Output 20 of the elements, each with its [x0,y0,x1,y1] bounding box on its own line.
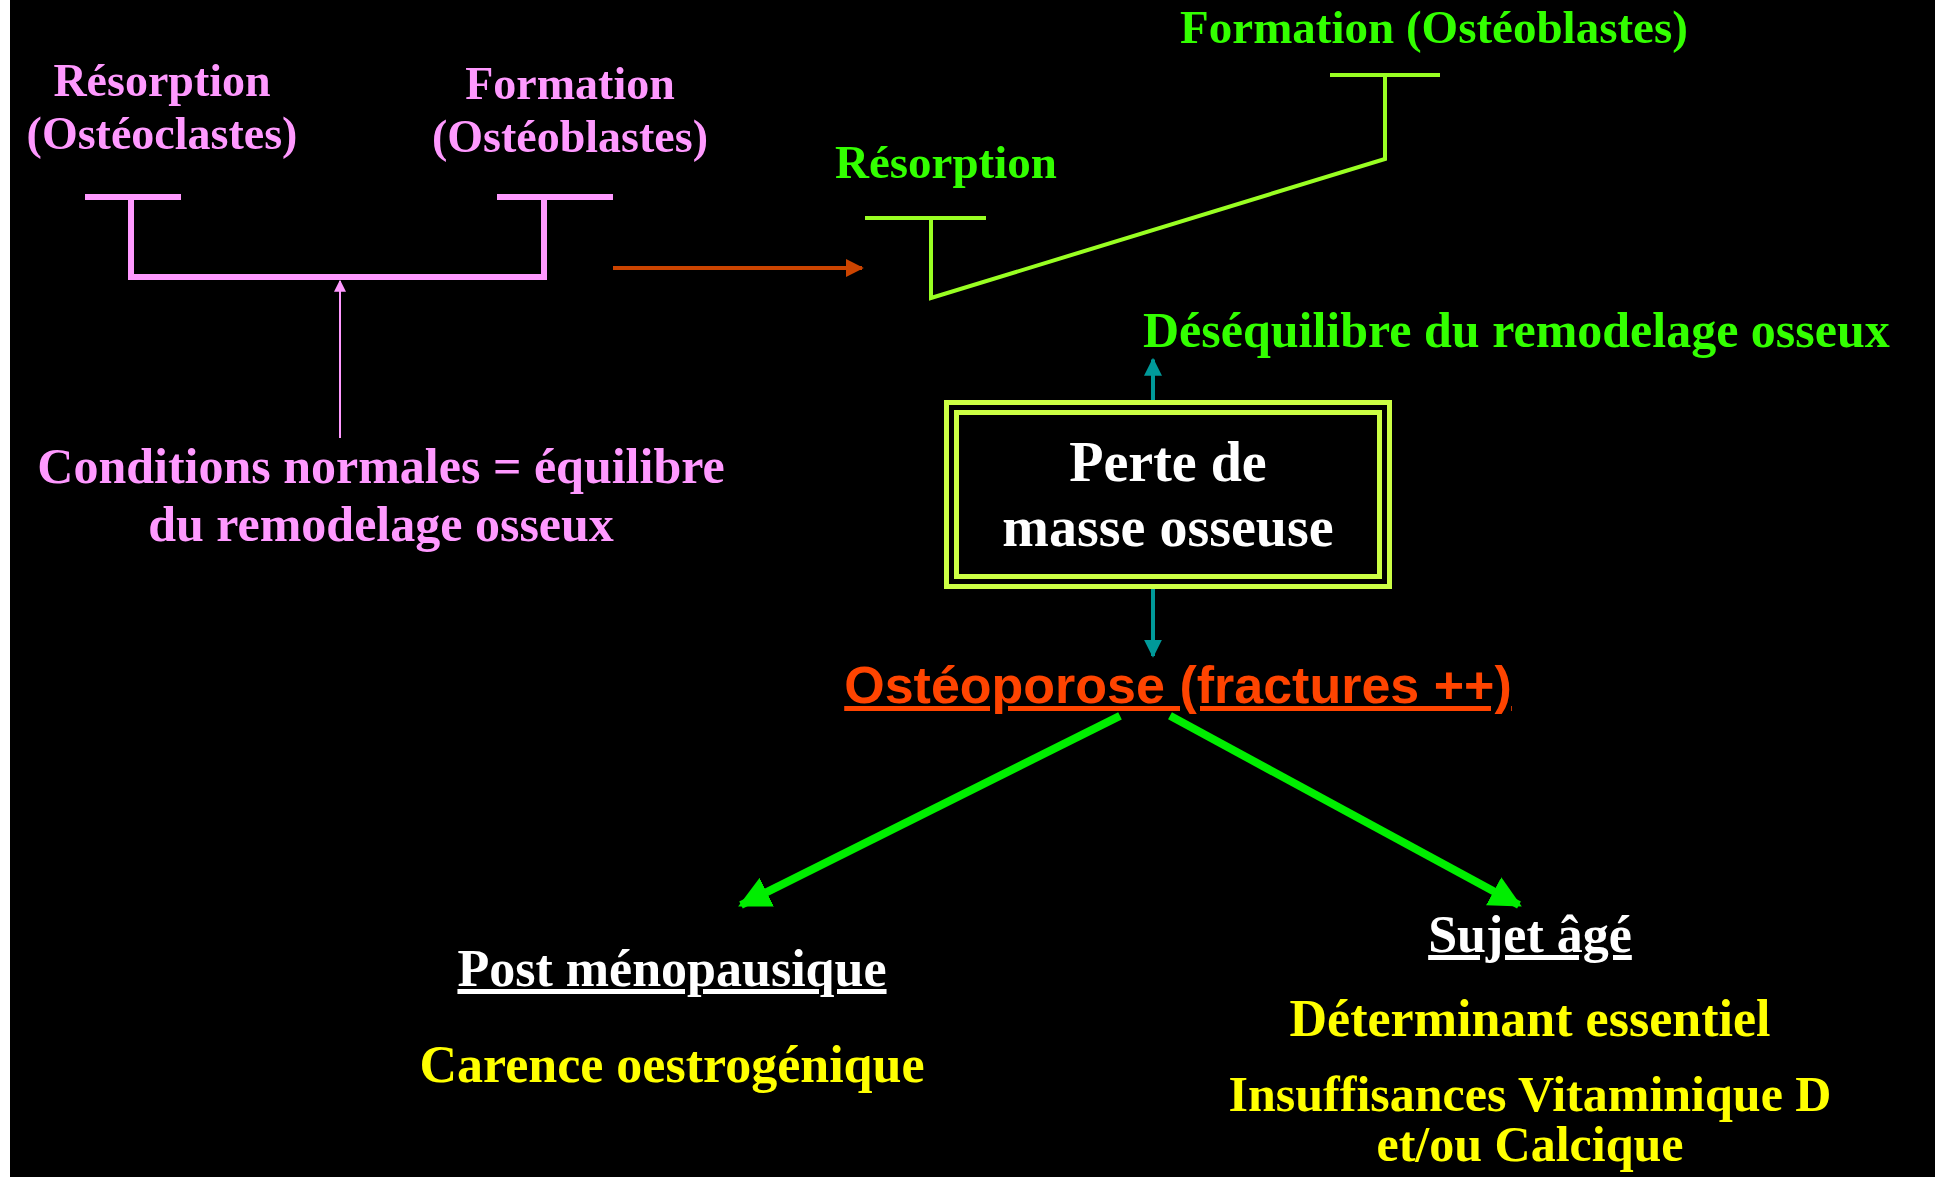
arrow [334,279,346,439]
node-label: Déséquilibre du remodelage osseux [1143,302,1890,360]
node-label: Résorption (Ostéoclastes) [25,55,299,161]
node-label: Formation (Ostéoblastes) [431,58,709,164]
arrow [1168,712,1522,909]
double-border-box [944,400,1392,589]
box-text: Perte de masse osseuse [1001,430,1335,559]
node-text: Carence oestrogénique [418,1034,926,1095]
node-label: Ostéoporose (fractures ++) [843,656,1513,716]
balance-drawing [85,193,613,281]
node-heading: Post ménopausique [456,939,888,999]
node-label: Conditions normales = équilibre du remodelage osseux [36,438,726,553]
arrow [1144,589,1162,658]
node-heading: Sujet âgé [1427,905,1633,965]
arrow [613,259,864,277]
arrow [738,712,1122,909]
node-label: Formation (Ostéoblastes) [1179,0,1689,55]
arrow [1144,357,1162,400]
node-label: Résorption [834,135,1058,190]
node-text: Déterminant essentiel [1288,988,1772,1049]
